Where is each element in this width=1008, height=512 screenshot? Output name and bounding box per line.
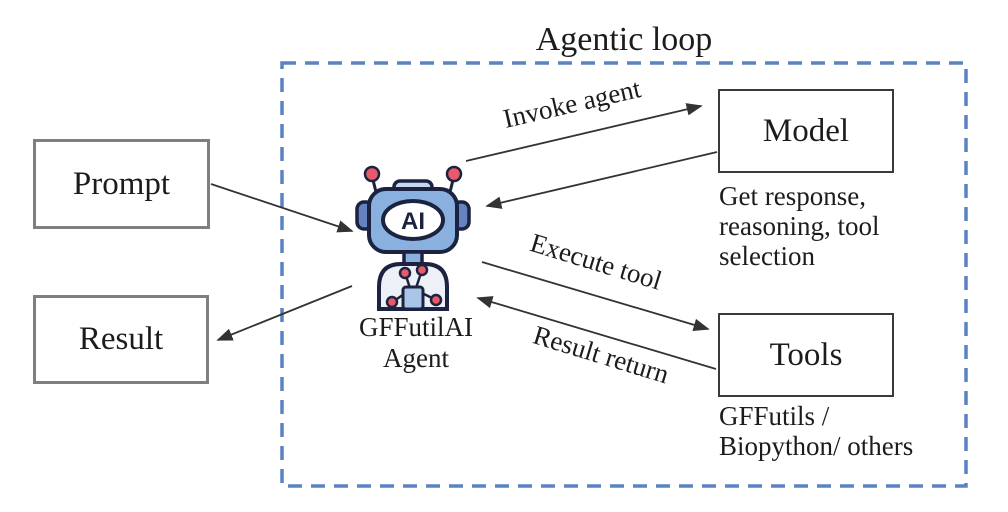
model-box: Model	[718, 89, 894, 173]
model-caption-line: Get response,	[719, 181, 866, 211]
result-label: Result	[78, 321, 164, 357]
tools-caption: GFFutils / Biopython/ others	[719, 401, 913, 461]
tools-label: Tools	[769, 336, 843, 373]
agent-name: GFFutilAI Agent	[336, 312, 496, 374]
circuit-node	[415, 263, 429, 277]
arrow-invoke-agent	[465, 103, 703, 162]
model-caption-line: selection	[719, 241, 815, 271]
prompt-label: Prompt	[72, 165, 171, 202]
arrow-agent-to-result	[216, 285, 353, 341]
ai-robot-icon: AI	[352, 160, 474, 312]
arrow-execute-tool	[481, 261, 710, 331]
antenna-tip-right	[445, 165, 463, 183]
arrow-result-return	[476, 296, 717, 370]
ai-chip-text: AI	[401, 208, 425, 235]
circuit-node	[429, 293, 443, 307]
tools-caption-line: GFFutils /	[719, 401, 830, 431]
tools-box: Tools	[718, 313, 894, 397]
circuit-node	[398, 266, 412, 280]
robot-face-screen	[381, 199, 445, 241]
agent-name-line2: Agent	[383, 343, 449, 373]
arrow-prompt-to-agent	[210, 183, 354, 233]
tools-caption-line: Biopython/ others	[719, 431, 914, 461]
model-label: Model	[762, 112, 850, 149]
circuit-node	[385, 295, 399, 309]
model-caption: Get response, reasoning, tool selection	[719, 181, 879, 271]
robot-chip	[401, 285, 425, 311]
agentic-loop-border	[280, 61, 968, 488]
result-box: Result	[33, 295, 209, 384]
arrow-model-to-agent	[485, 151, 718, 209]
prompt-box: Prompt	[33, 139, 210, 229]
diagram-title: Agentic loop	[535, 21, 713, 58]
agent-name-line1: GFFutilAI	[358, 312, 474, 342]
antenna-tip-left	[363, 165, 381, 183]
model-caption-line: reasoning, tool	[719, 211, 880, 241]
